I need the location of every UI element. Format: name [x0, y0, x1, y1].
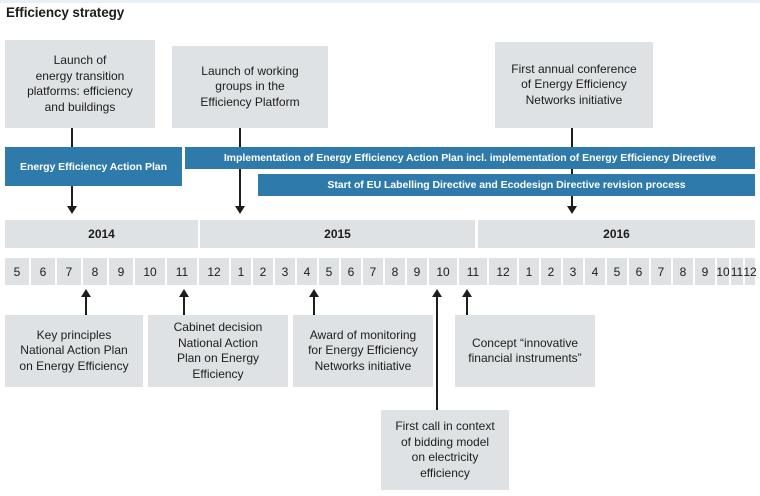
year-cell-2016: 2016: [478, 220, 755, 248]
bottom-box-award-monitoring-text: Award of monitoring for Energy Efficienc…: [308, 327, 418, 373]
arrow-up-4: [432, 289, 442, 297]
arrow-down-2: [235, 206, 245, 214]
connector-line-bottom-2: [183, 296, 185, 316]
arrow-up-2: [179, 289, 189, 297]
top-box-launch-platforms[interactable]: Launch of energy transition platforms: e…: [5, 40, 155, 128]
page-title: Efficiency strategy: [6, 5, 125, 20]
top-box-annual-conference[interactable]: First annual conference of Energy Effici…: [495, 42, 653, 128]
month-cell: 12: [489, 258, 517, 285]
month-cell: 6: [31, 258, 55, 285]
bottom-box-concept-innovative[interactable]: Concept “innovative financial instrument…: [455, 315, 595, 387]
month-cell: 4: [297, 258, 317, 285]
month-cell: 2: [541, 258, 561, 285]
bar-energy-efficiency-action-plan[interactable]: Energy Efficiency Action Plan: [5, 147, 182, 186]
year-cell-2015: 2015: [200, 220, 475, 248]
month-cell: 6: [341, 258, 361, 285]
month-cell: 5: [319, 258, 339, 285]
month-cell: 7: [363, 258, 383, 285]
arrow-down-1: [67, 206, 77, 214]
top-box-working-groups-text: Launch of working groups in the Efficien…: [200, 63, 300, 109]
month-cell: 8: [673, 258, 693, 285]
month-cell: 7: [57, 258, 81, 285]
month-cell: 12: [199, 258, 229, 285]
month-cell: 4: [585, 258, 605, 285]
month-cell: 5: [5, 258, 29, 285]
month-cell: 8: [385, 258, 405, 285]
bottom-box-cabinet-decision-text: Cabinet decision National Action Plan on…: [173, 320, 263, 381]
month-cell: 9: [109, 258, 133, 285]
bottom-box-first-call-bidding[interactable]: First call in context of bidding model o…: [381, 410, 509, 490]
month-cell: 2: [253, 258, 273, 285]
connector-line-bottom-1: [85, 296, 87, 316]
bottom-box-cabinet-decision[interactable]: Cabinet decision National Action Plan on…: [148, 315, 288, 387]
month-cell: 6: [629, 258, 649, 285]
arrow-up-3: [309, 289, 319, 297]
connector-line-bottom-4: [436, 296, 438, 411]
top-box-annual-conference-text: First annual conference of Energy Effici…: [511, 61, 637, 107]
bottom-box-key-principles-text: Key principles National Action Plan on E…: [19, 327, 129, 373]
connector-line-bottom-5: [466, 296, 468, 316]
month-cell: 10: [716, 258, 730, 285]
month-cell: 10: [429, 258, 457, 285]
month-cell: 10: [135, 258, 165, 285]
year-cell-2014: 2014: [5, 220, 198, 248]
top-accent-strip: [0, 0, 760, 3]
bottom-box-first-call-bidding-text: First call in context of bidding model o…: [395, 419, 495, 480]
month-cell: 7: [651, 258, 671, 285]
month-cell: 3: [275, 258, 295, 285]
month-cell: 9: [407, 258, 427, 285]
month-cell: 11: [731, 258, 743, 285]
month-cell: 5: [607, 258, 627, 285]
arrow-up-1: [81, 289, 91, 297]
month-cell: 1: [519, 258, 539, 285]
month-cell: 11: [459, 258, 487, 285]
month-cell: 1: [231, 258, 251, 285]
arrow-up-5: [462, 289, 472, 297]
month-cell: 3: [563, 258, 583, 285]
bottom-box-award-monitoring[interactable]: Award of monitoring for Energy Efficienc…: [293, 315, 433, 387]
bar-eu-labelling-directive[interactable]: Start of EU Labelling Directive and Ecod…: [258, 174, 755, 196]
connector-line-bottom-3: [313, 296, 315, 316]
month-cell: 12: [743, 258, 757, 285]
month-cell: 8: [83, 258, 107, 285]
bar-implementation-action-plan[interactable]: Implementation of Energy Efficiency Acti…: [185, 147, 755, 169]
arrow-down-3: [567, 206, 577, 214]
top-box-launch-platforms-text: Launch of energy transition platforms: e…: [27, 53, 133, 114]
bottom-box-key-principles[interactable]: Key principles National Action Plan on E…: [5, 315, 143, 387]
month-cell: 9: [695, 258, 715, 285]
bottom-box-concept-innovative-text: Concept “innovative financial instrument…: [468, 335, 582, 366]
top-box-working-groups[interactable]: Launch of working groups in the Efficien…: [172, 46, 328, 128]
month-cell: 11: [167, 258, 197, 285]
